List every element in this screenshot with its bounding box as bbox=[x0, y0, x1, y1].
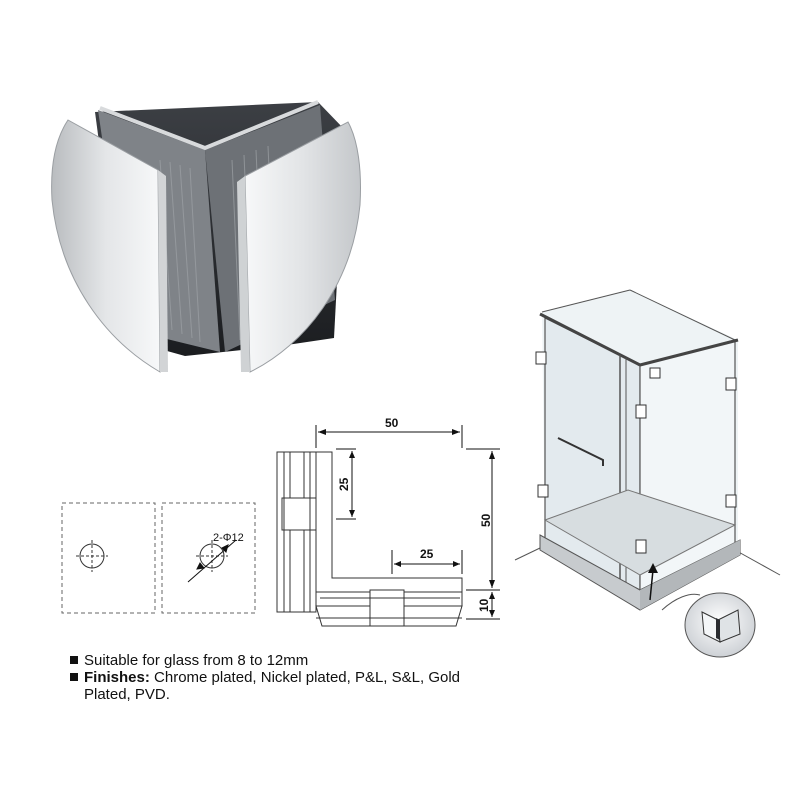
dimension-lines bbox=[315, 425, 500, 620]
dim-top-width: 50 bbox=[385, 416, 399, 430]
front-view-drawing bbox=[61, 502, 256, 614]
section-drawing bbox=[276, 451, 463, 627]
finishes-heading: Finishes: bbox=[84, 669, 150, 686]
square-bullet-icon bbox=[70, 656, 78, 664]
front-plate-right bbox=[161, 502, 256, 614]
finishes-note: Finishes: Chrome plated, Nickel plated, … bbox=[70, 669, 590, 703]
finishes-text-continued: Plated, PVD. bbox=[84, 686, 170, 703]
dim-inner-height: 25 bbox=[337, 477, 351, 491]
square-bullet-icon bbox=[70, 673, 78, 681]
finishes-text: Chrome plated, Nickel plated, P&L, S&L, … bbox=[149, 669, 461, 686]
dim-base-thickness: 10 bbox=[477, 598, 491, 612]
dim-inner-width: 25 bbox=[420, 547, 434, 561]
glass-thickness-note: Suitable for glass from 8 to 12mm bbox=[70, 652, 590, 669]
clamp-callout-thumbnail bbox=[661, 592, 756, 658]
front-plate-left bbox=[61, 502, 156, 614]
product-notes: Suitable for glass from 8 to 12mm Finish… bbox=[70, 652, 590, 703]
shower-enclosure-illustration bbox=[514, 289, 781, 611]
glass-thickness-text: Suitable for glass from 8 to 12mm bbox=[84, 652, 309, 669]
dim-right-height: 50 bbox=[479, 513, 493, 527]
clamp-photo bbox=[51, 100, 361, 373]
hole-callout-label: 2-Φ12 bbox=[213, 532, 244, 544]
